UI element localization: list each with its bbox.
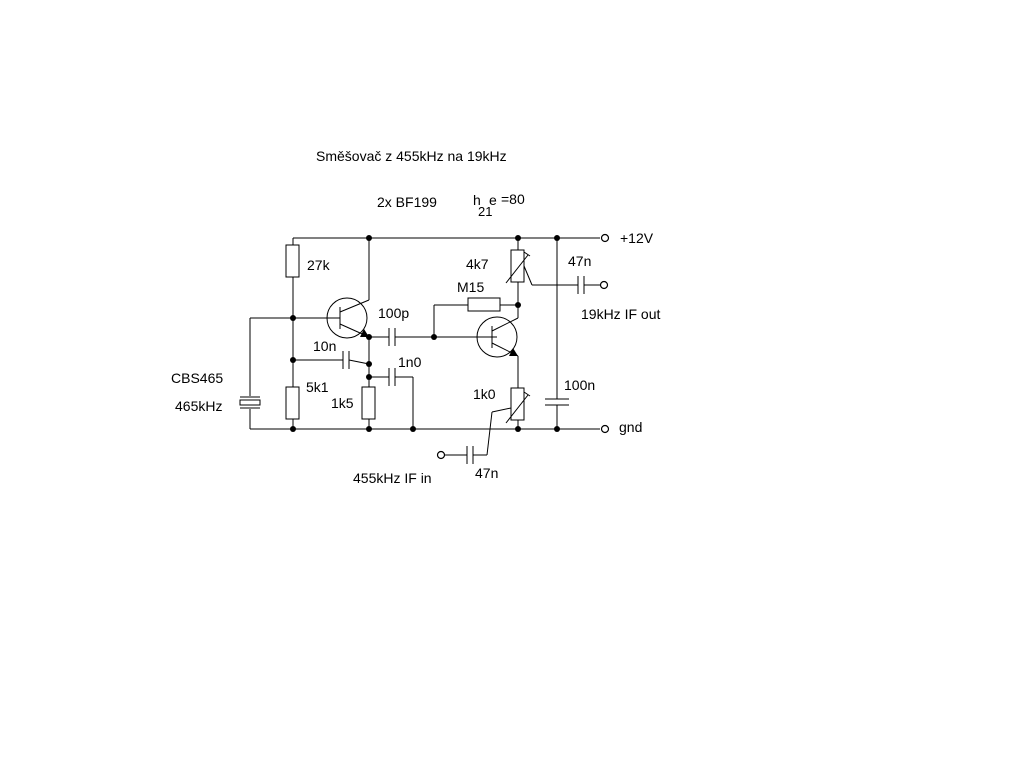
resistor-5k1-label: 5k1 — [306, 379, 329, 395]
resistor-1k5-label: 1k5 — [331, 395, 354, 411]
crystal-name-label: CBS465 — [171, 370, 223, 386]
resistor-27k-label: 27k — [307, 257, 331, 273]
resistor-1k5 — [361, 364, 376, 429]
h21e-subscript: 21 — [478, 204, 492, 219]
capacitor-1n0-label: 1n0 — [398, 354, 422, 370]
h21e-h: h — [473, 192, 481, 208]
input-455khz-label: 455kHz IF in — [353, 470, 432, 486]
output-terminal — [599, 280, 609, 290]
capacitor-10n-label: 10n — [313, 338, 336, 354]
resistor-5k1 — [285, 360, 300, 429]
capacitor-100p — [369, 328, 497, 346]
h21e-value: =80 — [501, 191, 525, 207]
resistor-m15-label: M15 — [457, 279, 484, 295]
supply-terminal — [600, 233, 610, 243]
resistor-27k — [285, 238, 300, 360]
ground-terminal — [600, 424, 610, 434]
capacitor-100n — [545, 238, 569, 429]
transistor-1-bf199 — [293, 238, 370, 364]
trimmer-1k0-label: 1k0 — [473, 386, 496, 402]
trimmer-4k7-label: 4k7 — [466, 256, 489, 272]
capacitor-100n-label: 100n — [564, 377, 595, 393]
ground-label: gnd — [619, 419, 642, 435]
input-terminal — [436, 450, 446, 460]
capacitor-100p-label: 100p — [378, 305, 409, 321]
junction-dots — [290, 235, 560, 432]
transistor-2-bf199 — [476, 282, 519, 388]
capacitor-10n — [293, 351, 370, 369]
resistor-m15 — [433, 297, 518, 337]
supply-label: +12V — [620, 230, 654, 246]
capacitor-47n-out — [577, 276, 600, 294]
capacitor-47n-in-label: 47n — [475, 465, 498, 481]
crystal-frequency-label: 465kHz — [175, 398, 222, 414]
capacitor-47n-out-label: 47n — [568, 253, 591, 269]
capacitor-1n0 — [369, 368, 414, 429]
trimmer-4k7 — [505, 238, 578, 286]
transistor-type-note: 2x BF199 — [377, 194, 437, 210]
crystal-cbs465 — [239, 317, 293, 429]
schematic-title: Směšovač z 455kHz na 19kHz — [316, 148, 507, 164]
capacitor-47n-in — [445, 407, 512, 464]
h21e-e: e — [489, 192, 497, 208]
output-19khz-label: 19kHz IF out — [581, 306, 660, 322]
